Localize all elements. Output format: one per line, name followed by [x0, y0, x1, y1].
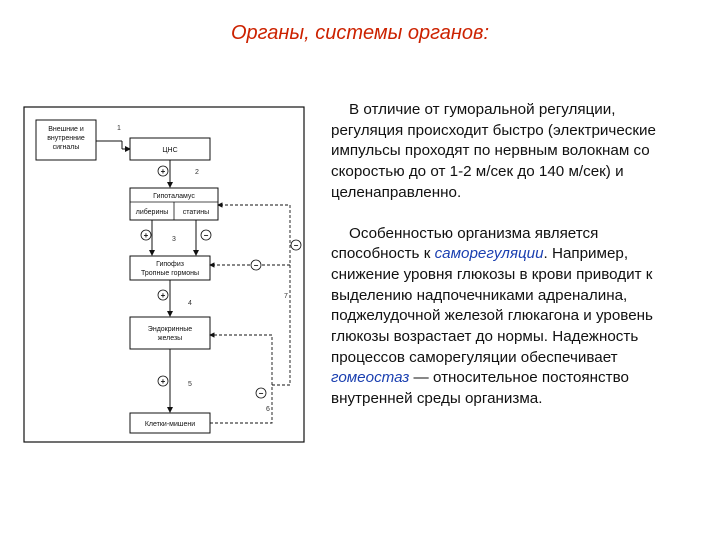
cns-label: ЦНС: [162, 147, 177, 154]
minus-sign-7a: −: [294, 241, 299, 250]
plus-sign-3: +: [144, 231, 149, 240]
endocrine-label-line1: Эндокринные: [148, 326, 193, 333]
liberins-label: либерины: [136, 208, 169, 216]
number-1: 1: [117, 125, 121, 132]
paragraph-humoral: В отличие от гуморальной регуляции, регу…: [331, 101, 656, 201]
endocrine-box: [129, 316, 211, 350]
hypothalamus-label: Гипоталамус: [153, 193, 195, 200]
number-4: 4: [188, 300, 192, 307]
endocrine-label-line2: железы: [158, 335, 182, 342]
minus-sign-6: −: [259, 389, 264, 398]
paragraph-selfregulation: Особенностью организма является способно…: [331, 224, 691, 410]
target-cells-label: Клетки-мишени: [145, 421, 195, 428]
external-signals-line2: внутренние: [47, 135, 85, 142]
pituitary-label-line2: Тропные гормоны: [141, 270, 199, 277]
paragraph2-part3: — относительное постоянство внутренней с…: [331, 369, 629, 408]
regulation-diagram: Внешние и внутренние сигналы 1 ЦНС + 2 Г…: [23, 106, 305, 443]
external-signals-line1: Внешние и: [48, 126, 84, 133]
term-homeostasis: гомеостаз: [331, 369, 410, 387]
term-self-regulation: саморегуляции: [434, 245, 544, 263]
minus-sign-7b: −: [254, 261, 259, 270]
diagram-frame: [23, 106, 305, 443]
number-6: 6: [266, 406, 270, 413]
minus-sign-3: −: [204, 231, 209, 240]
external-signals-line3: сигналы: [53, 144, 80, 151]
number-3: 3: [172, 236, 176, 243]
number-7: 7: [284, 293, 288, 300]
external-signals-box: [35, 119, 97, 161]
number-5: 5: [188, 381, 192, 388]
pituitary-box: [129, 255, 211, 281]
plus-sign-4: +: [161, 291, 166, 300]
text-block: В отличие от гуморальной регуляции, регу…: [331, 100, 691, 410]
number-2: 2: [195, 169, 199, 176]
page-title: Органы, системы органов:: [230, 22, 490, 44]
plus-sign-2: +: [161, 167, 166, 176]
paragraph2-part1: Особенностью организма является способно…: [331, 224, 599, 263]
statins-label: статины: [183, 209, 209, 216]
paragraph2-part2: . Например, снижение уровня глюкозы в кр…: [331, 245, 653, 366]
plus-sign-5: +: [161, 377, 166, 386]
pituitary-label-line1: Гипофиз: [156, 261, 184, 268]
